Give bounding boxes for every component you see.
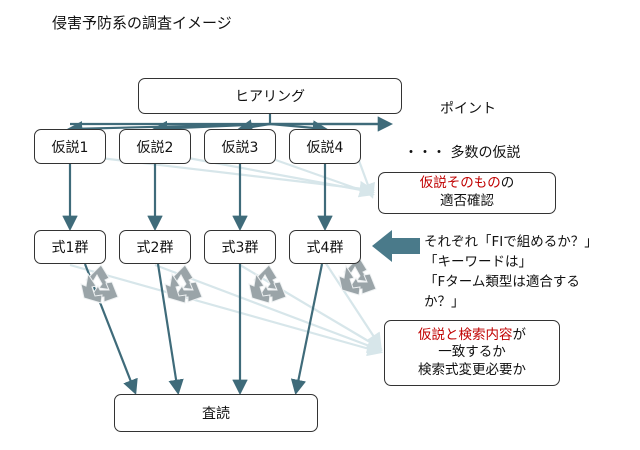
hypothesis-box-3: 仮説3 xyxy=(204,129,276,164)
point-label: ポイント xyxy=(440,101,496,117)
question-line-1: それぞれ「FIで組めるか？」 xyxy=(424,234,598,250)
match-line3: 検索式変更必要か xyxy=(418,361,526,378)
match-red-text: 仮説と検索内容 xyxy=(418,326,513,343)
hypothesis-box-4: 仮説4 xyxy=(289,129,361,164)
hypothesis-box-2: 仮説2 xyxy=(119,129,191,164)
check-black-text: の xyxy=(500,175,515,192)
group-box-1: 式1群 xyxy=(34,230,106,264)
many-hypotheses-label: ・・・ 多数の仮説 xyxy=(404,145,521,161)
match-check-box: 仮説と検索内容が 一致するか 検索式変更必要か xyxy=(384,320,560,386)
check-line2: 適否確認 xyxy=(440,193,494,209)
group-box-2: 式2群 xyxy=(119,230,191,264)
group-box-3: 式3群 xyxy=(204,230,276,264)
match-black-text: が xyxy=(512,326,527,343)
thick-left-arrow xyxy=(372,230,420,262)
recycle-icon xyxy=(248,264,287,304)
question-line-3: 「Fターム類型は適合する xyxy=(424,274,580,290)
diagram-title: 侵害予防系の調査イメージ xyxy=(52,14,232,32)
check-red-text: 仮説そのもの xyxy=(419,175,501,192)
group-box-4: 式4群 xyxy=(289,230,361,264)
hypothesis-check-box: 仮説そのものの 適否確認 xyxy=(378,172,556,214)
hypothesis-box-1: 仮説1 xyxy=(34,129,106,164)
question-line-2: 「キーワードは」 xyxy=(424,254,532,270)
hearing-box: ヒアリング xyxy=(138,78,402,114)
question-line-4: か？」 xyxy=(424,294,465,310)
main-arrows xyxy=(62,114,394,396)
match-line2: 一致するか xyxy=(438,344,506,361)
review-box: 査読 xyxy=(114,394,318,432)
